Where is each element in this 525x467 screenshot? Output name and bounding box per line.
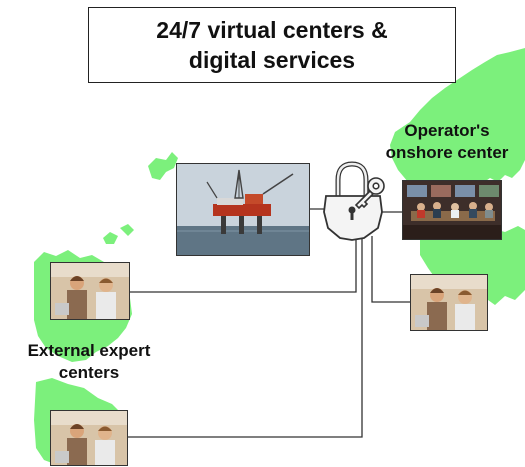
keyhole <box>348 206 356 214</box>
external-label-line-2: centers <box>58 363 120 382</box>
island-2 <box>103 232 118 244</box>
offshore-oil-platform-icon <box>177 164 309 255</box>
operator-onshore-center-label: Operator's onshore center <box>367 120 525 164</box>
operator-label-line-2: onshore center <box>385 143 509 162</box>
offshore-platform-photo <box>176 163 310 256</box>
operator-control-room-photo <box>402 180 502 240</box>
line-lock-to-remote-expert <box>371 236 410 303</box>
padlock-shackle-inner <box>336 162 368 196</box>
operator-label-line-1: Operator's <box>404 121 490 140</box>
control-room-icon <box>403 181 501 239</box>
key <box>354 177 385 210</box>
island-1 <box>148 152 178 180</box>
title-line-1: 24/7 virtual centers & <box>156 17 388 43</box>
external-label-line-1: External expert <box>27 341 151 360</box>
title-line-2: digital services <box>188 47 356 73</box>
line-lock-to-expert-1 <box>130 238 357 293</box>
people-at-computer-icon <box>51 263 129 319</box>
external-expert-centers-label: External expert centers <box>4 340 174 384</box>
people-at-computer-icon <box>51 411 127 465</box>
people-at-computer-icon <box>411 275 487 330</box>
island-3 <box>120 224 134 236</box>
expert-photo-left-top <box>50 262 130 320</box>
remote-expert-photo-right <box>410 274 488 331</box>
padlock-with-key-icon <box>323 161 385 241</box>
expert-photo-left-bottom <box>50 410 128 466</box>
keyhole-slot <box>350 211 354 220</box>
line-lock-to-expert-2 <box>128 238 363 438</box>
norway-landmass <box>390 48 525 196</box>
title-box: 24/7 virtual centers & digital services <box>88 7 456 83</box>
